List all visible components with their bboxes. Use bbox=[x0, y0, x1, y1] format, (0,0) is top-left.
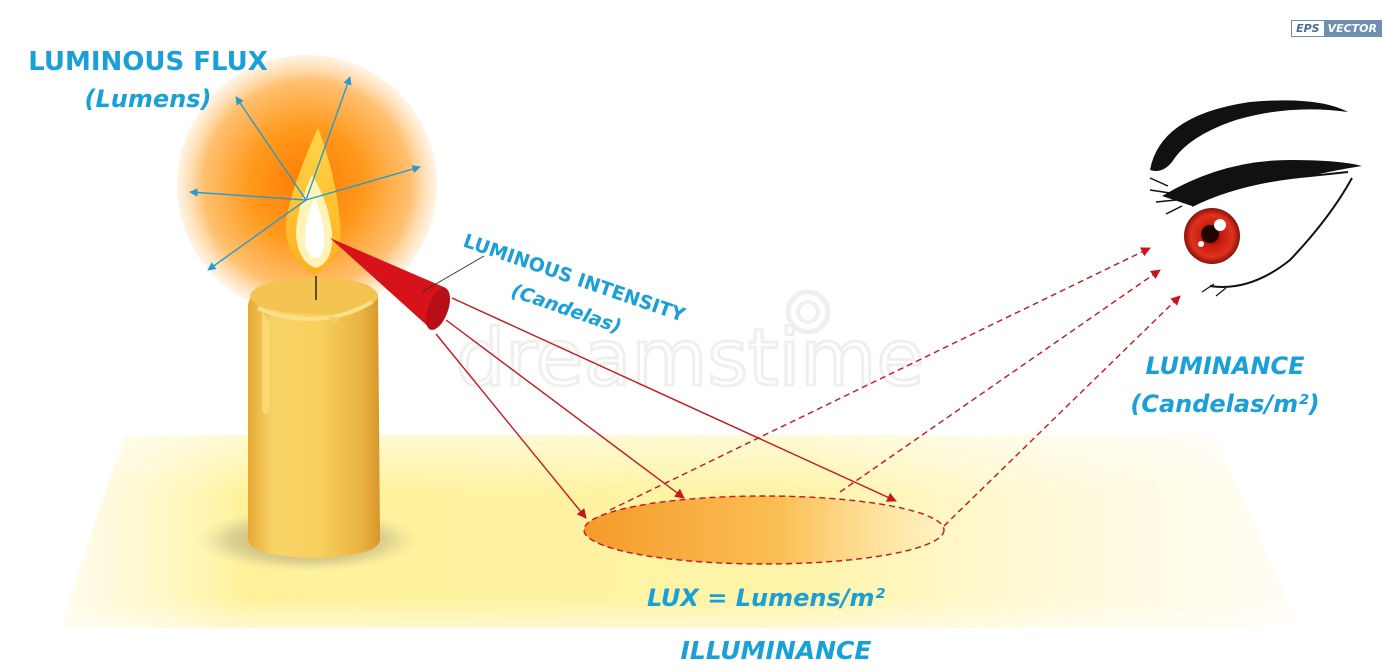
label-lux-formula: LUX = Lumens/m² bbox=[647, 584, 886, 612]
label-candelas-m2: (Candelas/m²) bbox=[1130, 390, 1319, 418]
vector-badge-text: VECTOR bbox=[1323, 21, 1381, 36]
label-luminous-flux: LUMINOUS FLUX bbox=[28, 47, 268, 77]
flux-ray bbox=[207, 199, 307, 271]
upper-eyelid bbox=[1162, 160, 1362, 206]
label-luminance: LUMINANCE bbox=[1145, 352, 1305, 380]
flux-ray bbox=[235, 96, 307, 201]
red-ray bbox=[445, 319, 685, 499]
intensity-cone bbox=[330, 238, 485, 330]
label-illuminance: ILLUMINANCE bbox=[681, 636, 872, 665]
eye bbox=[1149, 100, 1362, 297]
watermark-text: dreamstime bbox=[456, 314, 925, 404]
watermark: dreamstime bbox=[454, 289, 926, 406]
flux-ray bbox=[189, 188, 307, 201]
luminous-flux-rays bbox=[189, 76, 421, 271]
reflected-ray bbox=[943, 295, 1181, 527]
illuminance-rays bbox=[435, 297, 897, 519]
reflected-ray bbox=[609, 247, 1151, 511]
lower-eyelid bbox=[1209, 177, 1353, 288]
flux-ray bbox=[305, 76, 352, 201]
eps-badge-text: EPS bbox=[1292, 21, 1324, 36]
intensity-leader-line bbox=[421, 255, 485, 293]
label-lumens: (Lumens) bbox=[85, 85, 212, 113]
pupil bbox=[1201, 225, 1219, 243]
luminance-rays bbox=[609, 247, 1181, 527]
candle bbox=[248, 278, 380, 558]
red-ray bbox=[451, 297, 897, 502]
eyebrow bbox=[1150, 100, 1348, 171]
red-ray bbox=[435, 333, 587, 519]
eye-highlight bbox=[1214, 219, 1226, 231]
eps-vector-badge: EPS VECTOR bbox=[1291, 20, 1382, 37]
reflected-ray bbox=[839, 269, 1161, 493]
illuminated-area bbox=[583, 495, 945, 565]
flux-ray bbox=[305, 165, 421, 201]
